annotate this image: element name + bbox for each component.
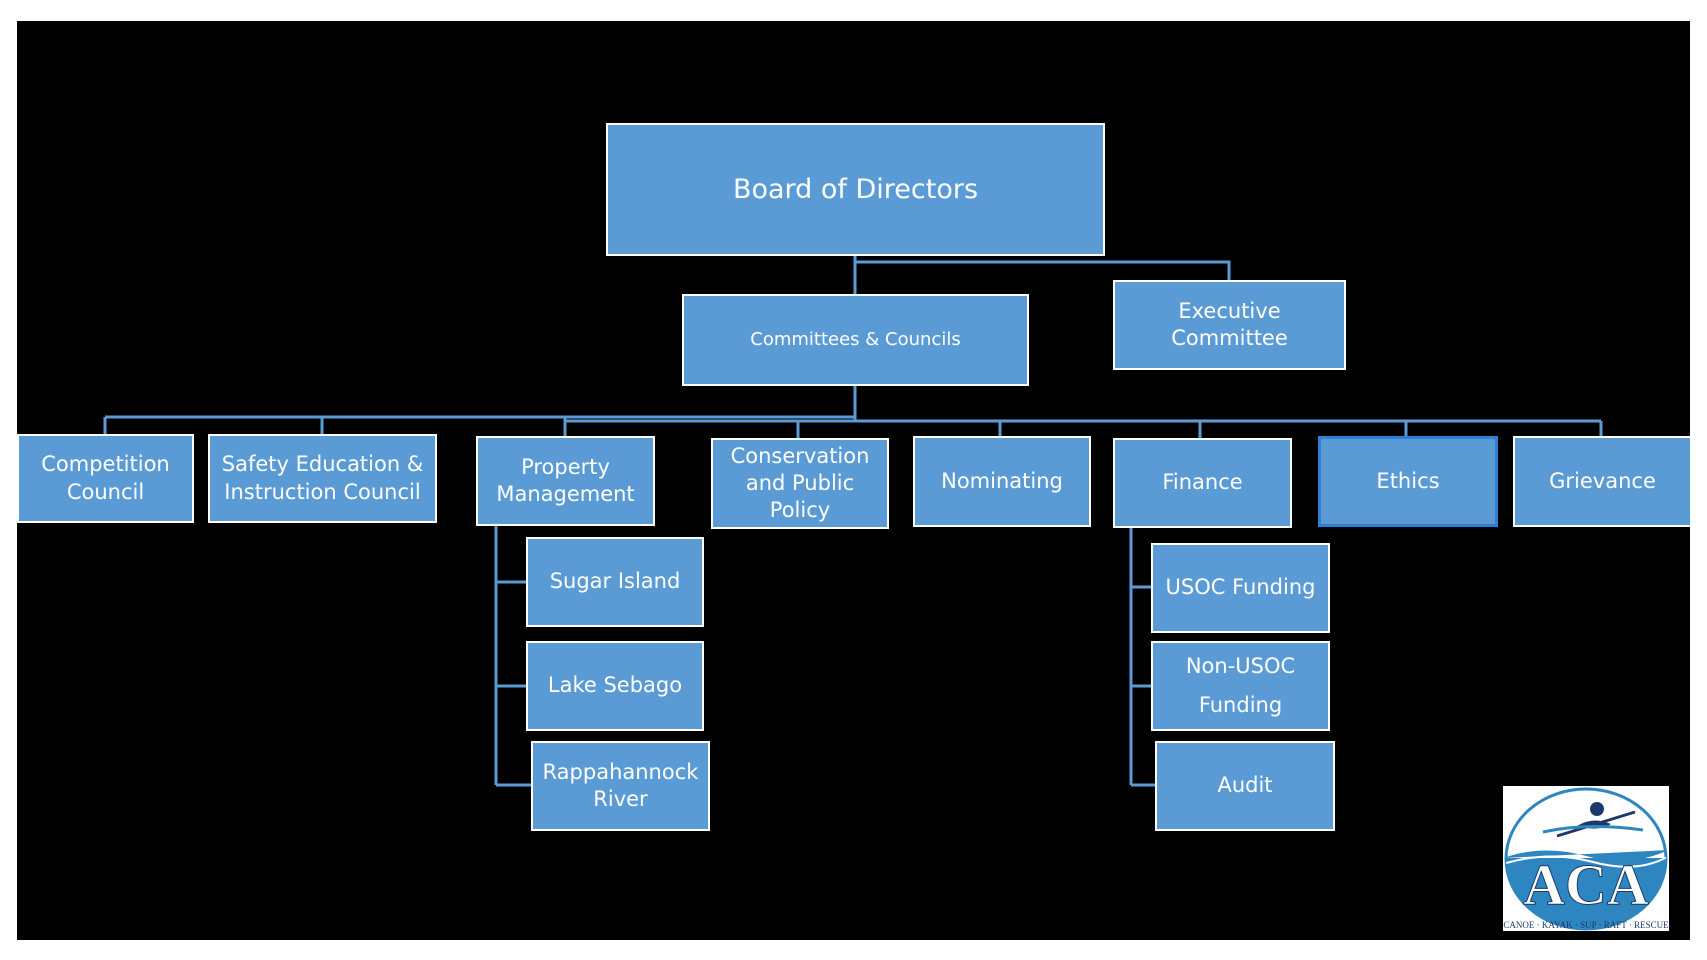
lake-sebago-label: Lake Sebago [547, 673, 683, 698]
aca-logo: ACA CANOE · KAYAK · SUP · RAFT · RESCUE [1503, 786, 1669, 931]
nominating-label: Nominating [941, 468, 1063, 493]
conservation-public-policy-box: Conservation and Public Policy [711, 438, 889, 529]
safety-education-council-label: Safety Education & Instruction Council [221, 452, 424, 504]
audit-box: Audit [1155, 741, 1335, 831]
ethics-box: Ethics [1318, 436, 1498, 527]
ethics-label: Ethics [1376, 468, 1440, 493]
finance-label: Finance [1162, 470, 1243, 495]
conservation-public-policy-label: Conservation and Public Policy [730, 443, 870, 523]
rappahannock-river-box: Rappahannock River [531, 741, 710, 831]
usoc-funding-label: USOC Funding [1165, 575, 1316, 600]
competition-council-label: Competition Council [41, 452, 170, 504]
connector-property-children [494, 524, 531, 787]
connector-finance-children [1129, 528, 1155, 787]
property-management-label: Property Management [496, 454, 635, 506]
paddler-head-icon [1590, 802, 1604, 816]
sugar-island-box: Sugar Island [526, 537, 704, 627]
non-usoc-funding-label: Non-USOC Funding [1185, 654, 1296, 717]
non-usoc-funding-box: Non-USOC Funding [1151, 641, 1330, 731]
grievance-label: Grievance [1549, 468, 1656, 493]
logo-tagline: CANOE · KAYAK · SUP · RAFT · RESCUE [1503, 920, 1669, 930]
board-of-directors-box: Board of Directors [606, 123, 1105, 256]
audit-label: Audit [1217, 773, 1273, 798]
executive-committee-label: Executive Committee [1171, 298, 1288, 350]
property-management-box: Property Management [476, 436, 655, 526]
committees-councils-box: Committees & Councils [682, 294, 1029, 386]
rappahannock-river-label: Rappahannock River [542, 759, 699, 811]
logo-letters: ACA [1523, 852, 1649, 917]
safety-education-council-box: Safety Education & Instruction Council [208, 434, 437, 523]
connector-branch-drops [103, 417, 1603, 438]
executive-committee-box: Executive Committee [1113, 280, 1346, 370]
lake-sebago-box: Lake Sebago [526, 641, 704, 731]
connector-board-to-children [853, 256, 1231, 294]
sugar-island-label: Sugar Island [549, 569, 681, 594]
grievance-box: Grievance [1513, 436, 1692, 527]
nominating-box: Nominating [913, 436, 1091, 527]
competition-council-box: Competition Council [17, 434, 194, 523]
board-of-directors-label: Board of Directors [732, 173, 979, 205]
finance-box: Finance [1113, 438, 1292, 528]
committees-councils-label: Committees & Councils [750, 329, 961, 351]
usoc-funding-box: USOC Funding [1151, 543, 1330, 633]
